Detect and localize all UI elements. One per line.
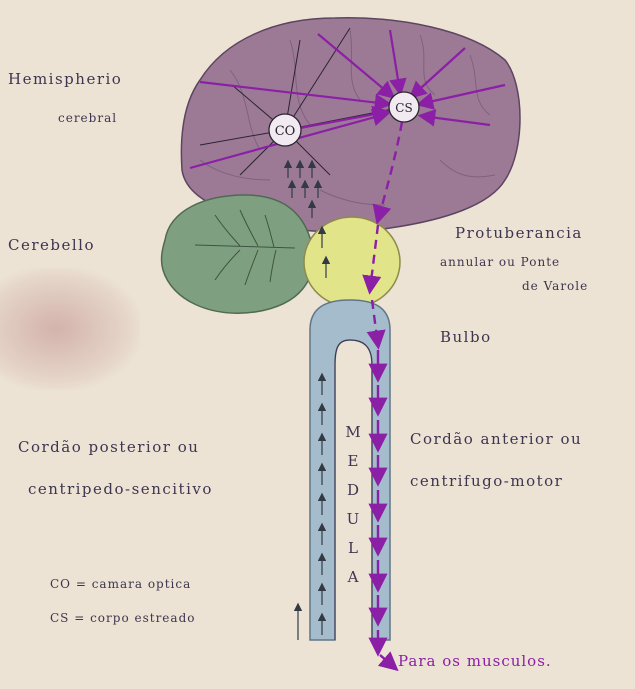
hemisphere-label-line1: Hemispherio [8, 72, 122, 87]
anterior-cord-label-line2: centrifugo-motor [410, 474, 563, 489]
legend-cs: CS = corpo estreado [50, 612, 195, 624]
pons-label-line2: annular ou Ponte [440, 256, 560, 268]
cerebellum [162, 195, 314, 313]
pons [304, 217, 400, 307]
legend-co: CO = camara optica [50, 578, 191, 590]
to-muscles-label: Para os musculos. [398, 652, 552, 670]
pons-label-line1: Protuberancia [455, 226, 583, 241]
posterior-cord-label-line2: centripedo-sencitivo [28, 482, 213, 497]
medulla-label: M E D U L A [343, 418, 363, 592]
cs-node-label: CS [395, 101, 412, 115]
cerebellum-label: Cerebello [8, 238, 95, 253]
bulb-label: Bulbo [440, 330, 492, 345]
hemisphere-label-line2: cerebral [58, 112, 117, 124]
co-node-label: CO [275, 124, 296, 139]
pons-label-line3: de Varole [522, 280, 588, 292]
anterior-cord-label-line1: Cordão anterior ou [410, 432, 582, 447]
posterior-cord-label-line1: Cordão posterior ou [18, 440, 199, 455]
